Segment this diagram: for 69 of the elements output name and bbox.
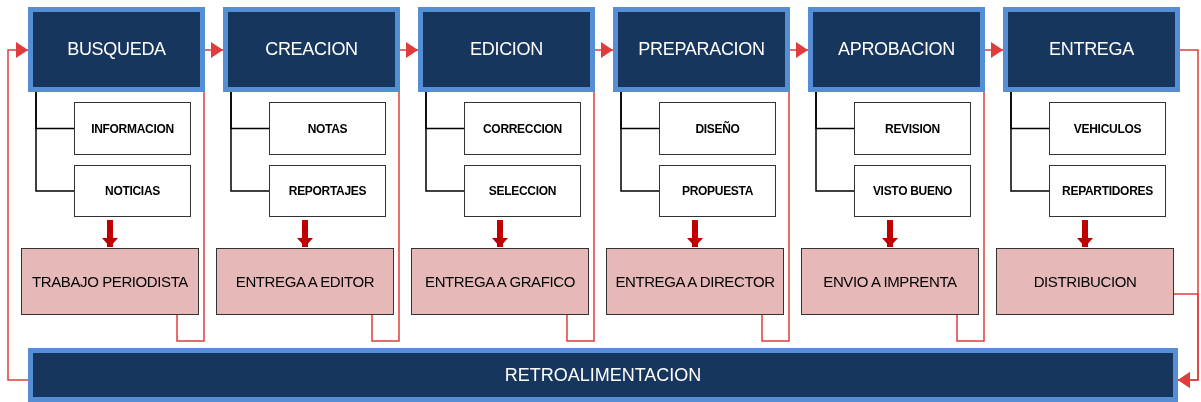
result-label: ENTREGA A EDITOR xyxy=(235,273,375,290)
arrow xyxy=(687,220,703,247)
connector-line xyxy=(1010,91,1050,192)
task-label: REPORTAJES xyxy=(288,184,367,198)
arrow xyxy=(882,220,898,247)
arrow xyxy=(1077,220,1093,247)
arrow xyxy=(102,220,118,247)
task-label: VISTO BUENO xyxy=(872,184,953,198)
arrow xyxy=(371,42,419,342)
stage-box xyxy=(808,7,985,92)
task-box xyxy=(74,102,191,155)
stage-title: ENTREGA xyxy=(1049,39,1134,60)
task-label: NOTAS xyxy=(307,121,348,136)
task-label: VEHICULOS xyxy=(1073,121,1142,136)
stage-title: APROBACION xyxy=(838,39,955,60)
task-label: INFORMACION xyxy=(91,121,174,136)
result-box xyxy=(216,248,394,315)
task-box xyxy=(269,165,386,217)
result-label: TRABAJO PERIODISTA xyxy=(32,273,188,290)
stage-title: EDICION xyxy=(470,39,543,60)
arrow xyxy=(176,42,224,342)
task-label: REPARTIDORES xyxy=(1062,184,1153,198)
task-box xyxy=(659,102,776,155)
task-box xyxy=(659,165,776,217)
task-box xyxy=(854,102,971,155)
arrow xyxy=(566,42,614,342)
task-label: REVISION xyxy=(885,121,940,136)
arrow xyxy=(1173,293,1199,388)
task-box xyxy=(854,165,971,217)
task-box xyxy=(74,165,191,217)
arrow xyxy=(297,220,313,247)
stage-box xyxy=(1003,7,1180,92)
stage-box xyxy=(613,7,790,92)
task-label: DISEÑO xyxy=(695,121,740,136)
result-box xyxy=(801,248,979,315)
arrow xyxy=(956,42,1004,342)
result-box xyxy=(411,248,589,315)
stage-title: PREPARACION xyxy=(638,39,765,60)
result-box xyxy=(21,248,199,315)
task-box xyxy=(464,165,581,217)
task-box xyxy=(464,102,581,155)
arrow xyxy=(7,42,29,381)
stage-box xyxy=(28,7,205,92)
task-label: PROPUESTA xyxy=(681,184,754,198)
task-label: NOTICIAS xyxy=(105,184,160,198)
task-label: SELECCION xyxy=(488,184,557,198)
stage-title: BUSQUEDA xyxy=(67,39,166,60)
task-box xyxy=(269,102,386,155)
arrow xyxy=(761,42,809,342)
task-box xyxy=(1049,102,1166,155)
stage-box xyxy=(223,7,400,92)
result-label: ENTREGA A GRAFICO xyxy=(425,273,575,290)
stage-box xyxy=(418,7,595,92)
result-box xyxy=(606,248,784,315)
connector-line xyxy=(35,91,75,192)
connector-line xyxy=(815,91,855,192)
result-label: DISTRIBUCION xyxy=(1033,273,1137,290)
task-box xyxy=(1049,165,1166,217)
result-label: ENVIO A IMPRENTA xyxy=(823,273,957,290)
feedback-bar xyxy=(28,348,1178,402)
connector-line xyxy=(230,91,270,192)
result-label: ENTREGA A DIRECTOR xyxy=(615,273,775,290)
arrow xyxy=(492,220,508,247)
connector-line xyxy=(425,91,465,192)
connector-line xyxy=(620,91,660,192)
feedback-title: RETROALIMENTACION xyxy=(504,364,702,386)
task-label: CORRECCION xyxy=(483,121,562,136)
result-box xyxy=(996,248,1174,315)
stage-title: CREACION xyxy=(265,39,358,60)
